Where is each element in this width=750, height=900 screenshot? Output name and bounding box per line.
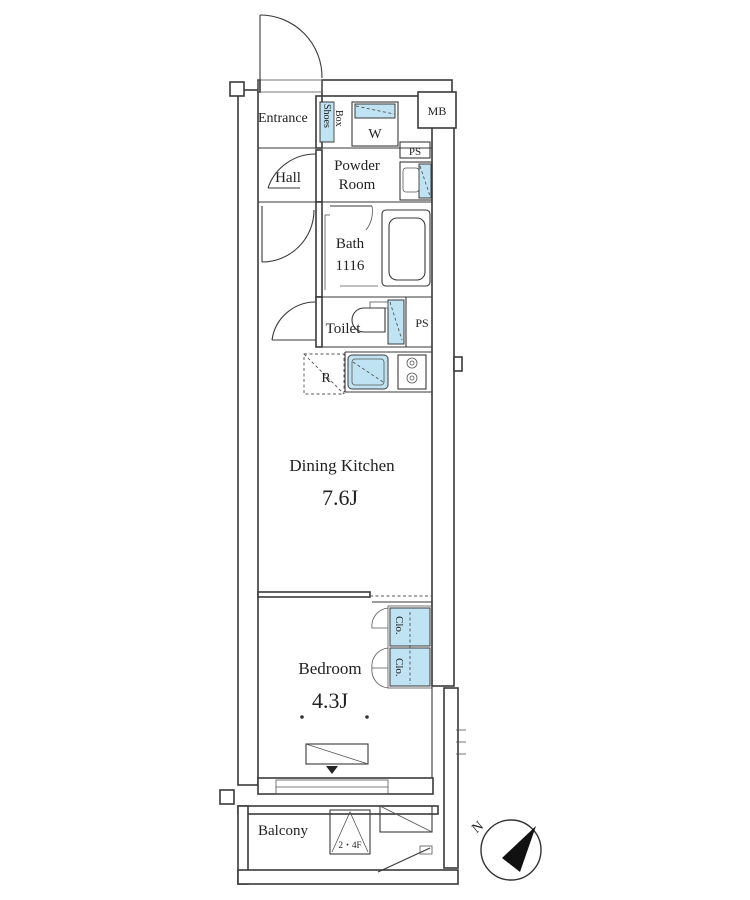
shoes-box-label-2: Box: [333, 110, 344, 127]
pipe-space-top: PS: [399, 141, 431, 159]
balcony-label: Balcony: [258, 823, 308, 839]
air-conditioner: [305, 743, 369, 774]
right-edge-marks: [456, 729, 466, 755]
washer-label: W: [368, 127, 382, 142]
shoes-box-label-1: Shoes: [321, 104, 332, 128]
powder-room-label-1: Powder: [334, 158, 380, 174]
hatch-note: 2・4F: [338, 840, 361, 850]
partitions: [257, 95, 433, 778]
bedroom-size: 4.3J: [312, 688, 349, 713]
compass-north-label: N: [469, 819, 486, 837]
closet-1-label: Clo.: [393, 616, 405, 635]
north-compass: N: [469, 819, 542, 881]
entrance-label: Entrance: [258, 111, 308, 126]
stove: [397, 354, 427, 390]
bath-size-label: 1116: [336, 258, 365, 274]
hall-doors: [261, 153, 317, 263]
outlet-dot: [365, 715, 369, 719]
washer-space: W: [351, 101, 399, 147]
entrance-door: [257, 14, 323, 93]
kitchen-sink: [347, 354, 389, 390]
closet-2-label: Clo.: [393, 658, 405, 677]
outlet-dot: [300, 715, 304, 719]
outer-walls: [219, 79, 463, 885]
powder-room-label-2: Room: [339, 177, 376, 193]
pipe-space-label: PS: [409, 146, 421, 158]
shoes-box: Shoes Box: [319, 101, 344, 143]
evacuation-hatch: 2・4F: [329, 809, 371, 855]
balcony-window: [275, 779, 389, 795]
pipe-space-toilet: PS: [415, 316, 428, 330]
hall-label: Hall: [275, 170, 301, 186]
meter-box-label: MB: [428, 104, 447, 118]
meter-box: MB: [417, 91, 457, 129]
bathtub: [324, 205, 431, 290]
balcony-drain: [377, 845, 433, 873]
toilet-label: Toilet: [326, 321, 362, 337]
pipe-space-2-label: PS: [415, 316, 428, 330]
closets: Clo. Clo.: [371, 607, 431, 689]
fridge-label: R: [321, 371, 331, 386]
bedroom-label: Bedroom: [298, 659, 361, 678]
toilet-fixture: [271, 299, 405, 345]
bath-label: Bath: [336, 236, 365, 252]
dining-kitchen-size: 7.6J: [322, 485, 359, 510]
outdoor-unit: [379, 805, 433, 833]
dining-kitchen-label: Dining Kitchen: [289, 456, 395, 475]
fridge-space: R: [303, 353, 345, 395]
washbasin: [399, 161, 433, 201]
